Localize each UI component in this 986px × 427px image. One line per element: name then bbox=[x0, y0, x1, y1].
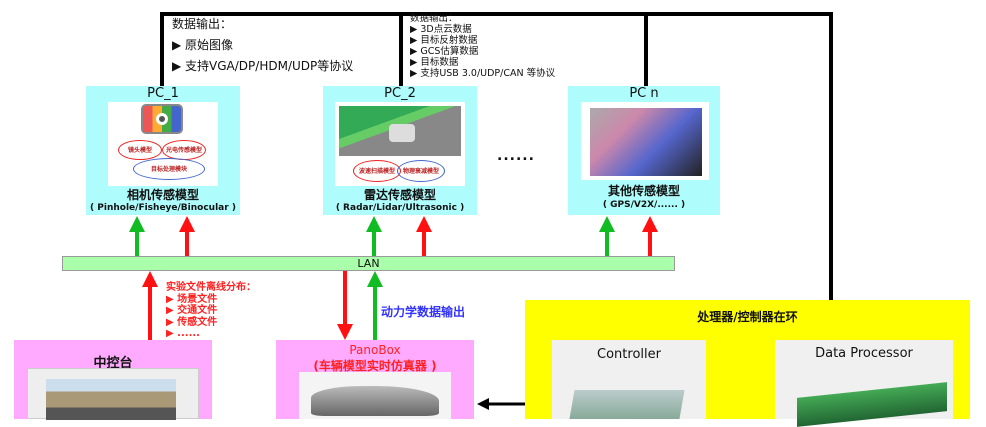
radar-scene-image bbox=[339, 106, 461, 156]
pc2-output-text: 数据输出： ▶ 3D点云数据 ▶ 目标反射数据 ▶ GCS估算数据 ▶ 目标数据… bbox=[410, 13, 555, 79]
controller-box: Controller bbox=[552, 340, 706, 419]
output-item: ▶ 支持VGA/DP/HDM/UDP等协议 bbox=[172, 59, 354, 73]
pc2-box: PC_2 波速扫描模型 物理衰减模型 雷达传感模型 ( Radar/Lidar/… bbox=[323, 86, 477, 215]
output-item: ▶ 原始图像 bbox=[172, 38, 234, 52]
hil-title: 处理器/控制器在环 bbox=[697, 310, 798, 324]
radar-model-image: 波速扫描模型 物理衰减模型 bbox=[335, 102, 465, 186]
pc-model-sub: ( GPS/V2X/...... ) bbox=[602, 200, 686, 210]
offline-item: ▶ ...... bbox=[166, 328, 200, 339]
console-screenshot bbox=[27, 368, 199, 420]
panobox-subtitle: (车辆模型实时仿真器 ) bbox=[313, 359, 437, 373]
pc-label: PC_2 bbox=[384, 86, 416, 101]
pc-model-name: 雷达传感模型 bbox=[363, 188, 436, 202]
pc1-box: PC_1 镜头模型 光电传感模型 目标处理模块 相机传感模型 ( Pinhole… bbox=[86, 86, 240, 215]
pc-model-name: 其他传感模型 bbox=[607, 184, 680, 198]
pcn-box: PC n 其他传感模型 ( GPS/V2X/...... ) bbox=[568, 86, 720, 215]
output-title: 数据输出： bbox=[172, 17, 233, 31]
pc-model-name: 相机传感模型 bbox=[126, 188, 199, 202]
pcn-output-line bbox=[644, 12, 648, 87]
output-item: ▶ GCS估算数据 bbox=[410, 46, 479, 57]
controller-device-image bbox=[569, 390, 685, 419]
console-box: 中控台 bbox=[14, 340, 212, 420]
vehicle-model-image bbox=[299, 372, 451, 419]
lens-model-oval: 镜头模型 bbox=[118, 140, 162, 160]
offline-title: 实验文件离线分布： bbox=[166, 282, 256, 293]
more-pcs-ellipsis: ...... bbox=[497, 148, 535, 164]
offline-item: ▶ 场景文件 bbox=[166, 293, 218, 305]
pc-label: PC_1 bbox=[147, 86, 179, 101]
other-sensor-image bbox=[581, 102, 709, 180]
offline-item: ▶ 传感文件 bbox=[166, 316, 218, 328]
pc1-output-text: 数据输出： ▶ 原始图像 ▶ 支持VGA/DP/HDM/UDP等协议 bbox=[172, 14, 353, 77]
offline-files-text: 实验文件离线分布： ▶ 场景文件 ▶ 交通文件 ▶ 传感文件 ▶ ...... bbox=[166, 282, 256, 340]
pc-label: PC n bbox=[629, 86, 659, 101]
data-processor-box: Data Processor bbox=[775, 340, 953, 427]
processor-card-image bbox=[797, 382, 947, 427]
pc-model-sub: ( Radar/Lidar/Ultrasonic ) bbox=[335, 203, 465, 213]
pc1-output-line bbox=[160, 12, 164, 87]
output-item: ▶ 目标反射数据 bbox=[410, 35, 478, 46]
output-bus-line bbox=[160, 12, 833, 16]
output-item: ▶ 支持USB 3.0/UDP/CAN 等协议 bbox=[410, 68, 556, 79]
attenuation-oval: 物理衰减模型 bbox=[397, 160, 445, 182]
panobox-box: PanoBox (车辆模型实时仿真器 ) bbox=[276, 340, 474, 419]
data-processor-label: Data Processor bbox=[815, 346, 913, 361]
output-item: ▶ 目标数据 bbox=[410, 57, 459, 68]
target-processing-oval: 目标处理模块 bbox=[133, 158, 205, 180]
offline-item: ▶ 交通文件 bbox=[166, 305, 218, 316]
console-title: 中控台 bbox=[93, 356, 133, 371]
pc-model-sub: ( Pinhole/Fisheye/Binocular ) bbox=[90, 203, 236, 213]
output-item: ▶ 3D点云数据 bbox=[410, 24, 472, 35]
lan-bus: LAN bbox=[62, 256, 675, 271]
output-title: 数据输出： bbox=[410, 13, 458, 24]
panobox-title: PanoBox bbox=[349, 343, 401, 357]
dynamics-output-label: 动力学数据输出 bbox=[381, 305, 466, 319]
lan-label: LAN bbox=[357, 257, 380, 270]
processor-input-line bbox=[829, 12, 833, 326]
pc2-output-line bbox=[399, 12, 403, 87]
controller-label: Controller bbox=[597, 347, 661, 362]
camera-icon bbox=[141, 104, 183, 134]
camera-model-image: 镜头模型 光电传感模型 目标处理模块 bbox=[108, 102, 218, 186]
